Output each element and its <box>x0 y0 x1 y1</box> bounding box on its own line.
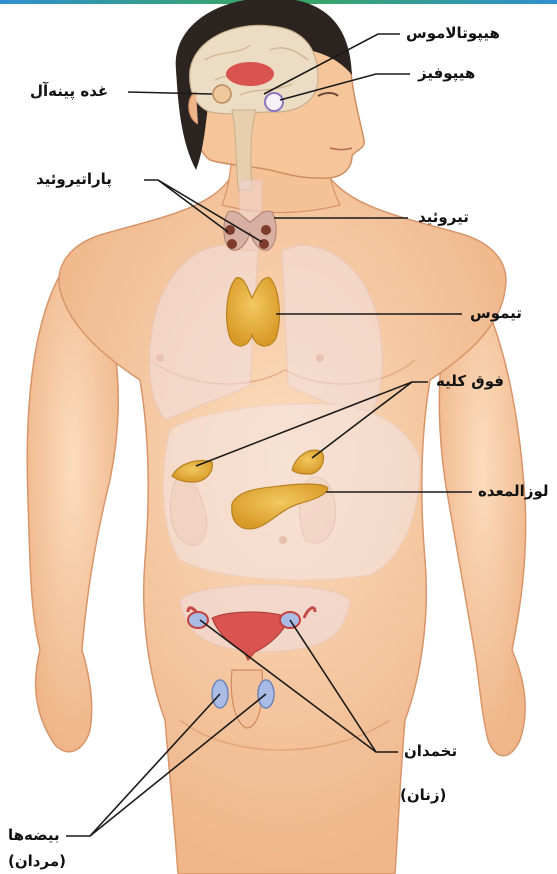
hypothalamus-gland <box>226 62 274 86</box>
label-adrenal: فوق کلیه <box>436 372 504 390</box>
label-thymus: تیموس <box>470 304 522 322</box>
label-thyroid: تیروئید <box>418 208 469 226</box>
pineal-gland <box>213 85 231 103</box>
label-parathyroid: پاراتیروئید <box>36 170 112 188</box>
label-testes: بیضه‌ها <box>8 826 60 844</box>
label-pineal: غده پینه‌آل <box>30 82 108 100</box>
label-pancreas: لوزالمعده <box>478 482 549 500</box>
label-ovaries: تخمدان <box>404 742 457 760</box>
pituitary-gland <box>265 93 283 111</box>
label-pituitary: هیپوفیز <box>418 64 475 82</box>
label-ovaries-note: (زنان) <box>400 786 446 804</box>
parathyroid-gland-2 <box>227 239 237 249</box>
label-hypothalamus: هیپوتالاموس <box>406 24 500 42</box>
left-ovary <box>188 612 208 628</box>
label-testes-note: (مردان) <box>8 852 66 870</box>
head <box>176 0 365 190</box>
parathyroid-gland-3 <box>261 225 271 235</box>
